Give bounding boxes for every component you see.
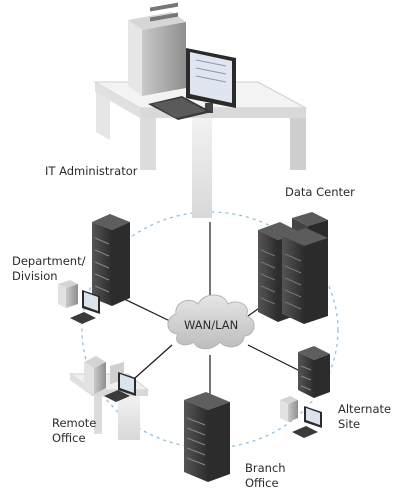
alternate-label-line2: Site bbox=[338, 417, 361, 431]
remote-label-line1: Remote bbox=[52, 416, 97, 430]
branch-label: Branch Office bbox=[245, 461, 286, 491]
link-alternate bbox=[247, 344, 303, 373]
department-label-line1: Department/ bbox=[12, 254, 86, 268]
wan-lan-label: WAN/LAN bbox=[184, 318, 239, 332]
admin-monitor bbox=[186, 48, 236, 113]
link-remote bbox=[134, 344, 173, 379]
department-rack bbox=[92, 214, 130, 306]
admin-keyboard bbox=[148, 96, 212, 120]
branch-label-line1: Branch bbox=[245, 461, 286, 475]
link-department bbox=[117, 295, 173, 323]
department-pc bbox=[58, 280, 100, 324]
alternate-pc bbox=[280, 396, 322, 438]
branch-label-line2: Office bbox=[245, 476, 279, 490]
department-label: Department/ Division bbox=[12, 254, 85, 284]
datacenter-servers bbox=[258, 212, 328, 324]
branch-rack bbox=[184, 392, 230, 482]
alternate-rack bbox=[298, 346, 330, 398]
network-ring bbox=[81, 211, 339, 449]
remote-desk bbox=[68, 356, 150, 440]
remote-label-line2: Office bbox=[52, 431, 86, 445]
admin-pc-tower bbox=[128, 2, 186, 96]
admin-desk bbox=[93, 81, 307, 218]
alternate-label-line1: Alternate bbox=[338, 402, 392, 416]
remote-label: Remote Office bbox=[52, 416, 96, 446]
admin-label: IT Administrator bbox=[45, 164, 138, 178]
datacenter-label: Data Center bbox=[285, 185, 355, 199]
alternate-label: Alternate Site bbox=[338, 402, 391, 432]
department-label-line2: Division bbox=[12, 269, 58, 283]
wan-lan-cloud bbox=[167, 294, 255, 350]
